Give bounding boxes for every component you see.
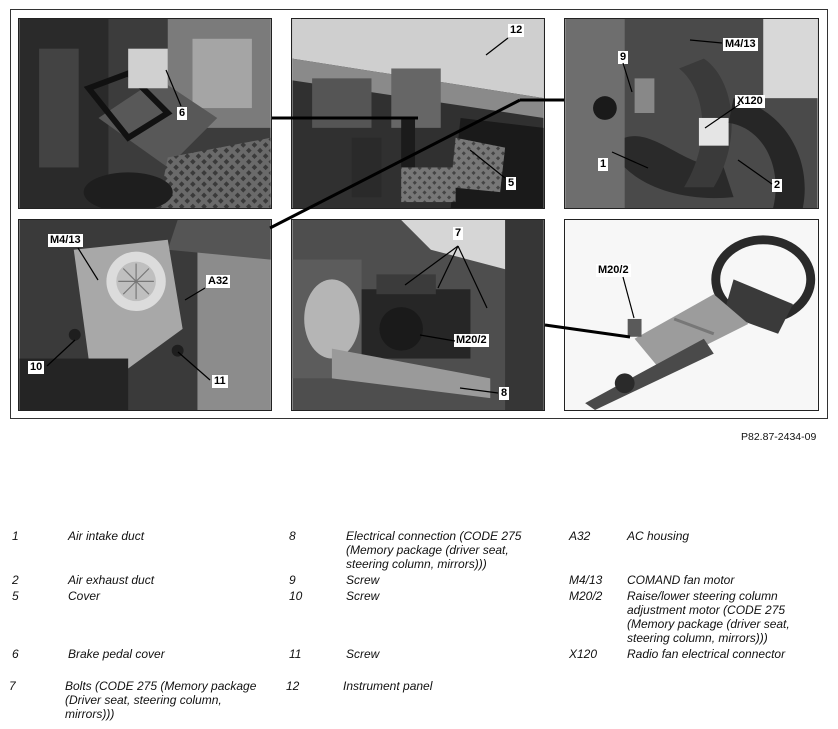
callout-x120: X120 — [735, 95, 765, 108]
callout-m20-2: M20/2 — [454, 334, 489, 347]
photo-panel-column-motor: 7 M20/2 8 — [291, 219, 545, 411]
callout-1: 1 — [598, 158, 609, 171]
legend-desc-11: Screw — [346, 647, 380, 661]
legend-desc-m20-2: Raise/lower steering column adjustment m… — [627, 589, 790, 645]
legend-num-a32: A32 — [569, 529, 591, 543]
callout-m4-13-housing: M4/13 — [48, 234, 83, 247]
photo-panel-brake-pedal: 6 — [18, 18, 272, 209]
photo-panel-steering-column: M20/2 — [564, 219, 819, 411]
photo-brake-pedal-area — [19, 19, 271, 208]
callout-m4-13: M4/13 — [723, 38, 758, 51]
photo-column-motor — [292, 220, 544, 410]
callout-8: 8 — [499, 387, 510, 400]
legend-num-5: 5 — [12, 589, 19, 603]
photo-steering-column — [565, 220, 818, 410]
legend-desc-8: Electrical connection (CODE 275 (Memory … — [346, 529, 522, 571]
legend-num-7: 7 — [9, 679, 16, 693]
legend-desc-x120: Radio fan electrical connector — [627, 647, 786, 661]
photo-panel-fan-ducts: M4/13 9 X120 1 2 — [564, 18, 819, 209]
legend-desc-1: Air intake duct — [68, 529, 145, 543]
legend-num-m20-2: M20/2 — [569, 589, 603, 603]
callout-10: 10 — [28, 361, 45, 374]
legend-num-1: 1 — [12, 529, 19, 543]
callout-6: 6 — [177, 107, 188, 120]
legend-desc-10: Screw — [346, 589, 380, 603]
legend-num-2: 2 — [12, 573, 19, 587]
legend-num-12: 12 — [286, 679, 300, 693]
callout-7: 7 — [453, 227, 464, 240]
legend-num-6: 6 — [12, 647, 19, 661]
legend-num-10: 10 — [289, 589, 303, 603]
photo-ac-housing — [19, 220, 271, 410]
legend-num-m4-13: M4/13 — [569, 573, 603, 587]
photo-panel-ac-housing: M4/13 A32 10 11 — [18, 219, 272, 411]
callout-m20-2-column: M20/2 — [596, 264, 631, 277]
legend-desc-7: Bolts (CODE 275 (Memory package (Driver … — [65, 679, 257, 721]
callout-9: 9 — [618, 51, 629, 64]
legend-num-9: 9 — [289, 573, 296, 587]
legend-desc-12: Instrument panel — [343, 679, 433, 693]
callout-12: 12 — [508, 24, 525, 37]
photo-panel-pedal-overview: 12 5 — [291, 18, 545, 209]
legend-num-11: 11 — [289, 647, 302, 661]
legend-desc-a32: AC housing — [627, 529, 690, 543]
callout-5: 5 — [506, 177, 517, 190]
legend-desc-2: Air exhaust duct — [68, 573, 155, 587]
callout-a32: A32 — [206, 275, 231, 288]
callout-11: 11 — [212, 375, 228, 388]
legend-num-x120: X120 — [569, 647, 598, 661]
figure-id: P82.87-2434-09 — [741, 431, 817, 443]
legend-desc-5: Cover — [68, 589, 101, 603]
legend-desc-m4-13: COMAND fan motor — [627, 573, 735, 587]
legend-desc-9: Screw — [346, 573, 380, 587]
legend-num-8: 8 — [289, 529, 296, 543]
callout-2: 2 — [772, 179, 783, 192]
legend-desc-6: Brake pedal cover — [68, 647, 165, 661]
